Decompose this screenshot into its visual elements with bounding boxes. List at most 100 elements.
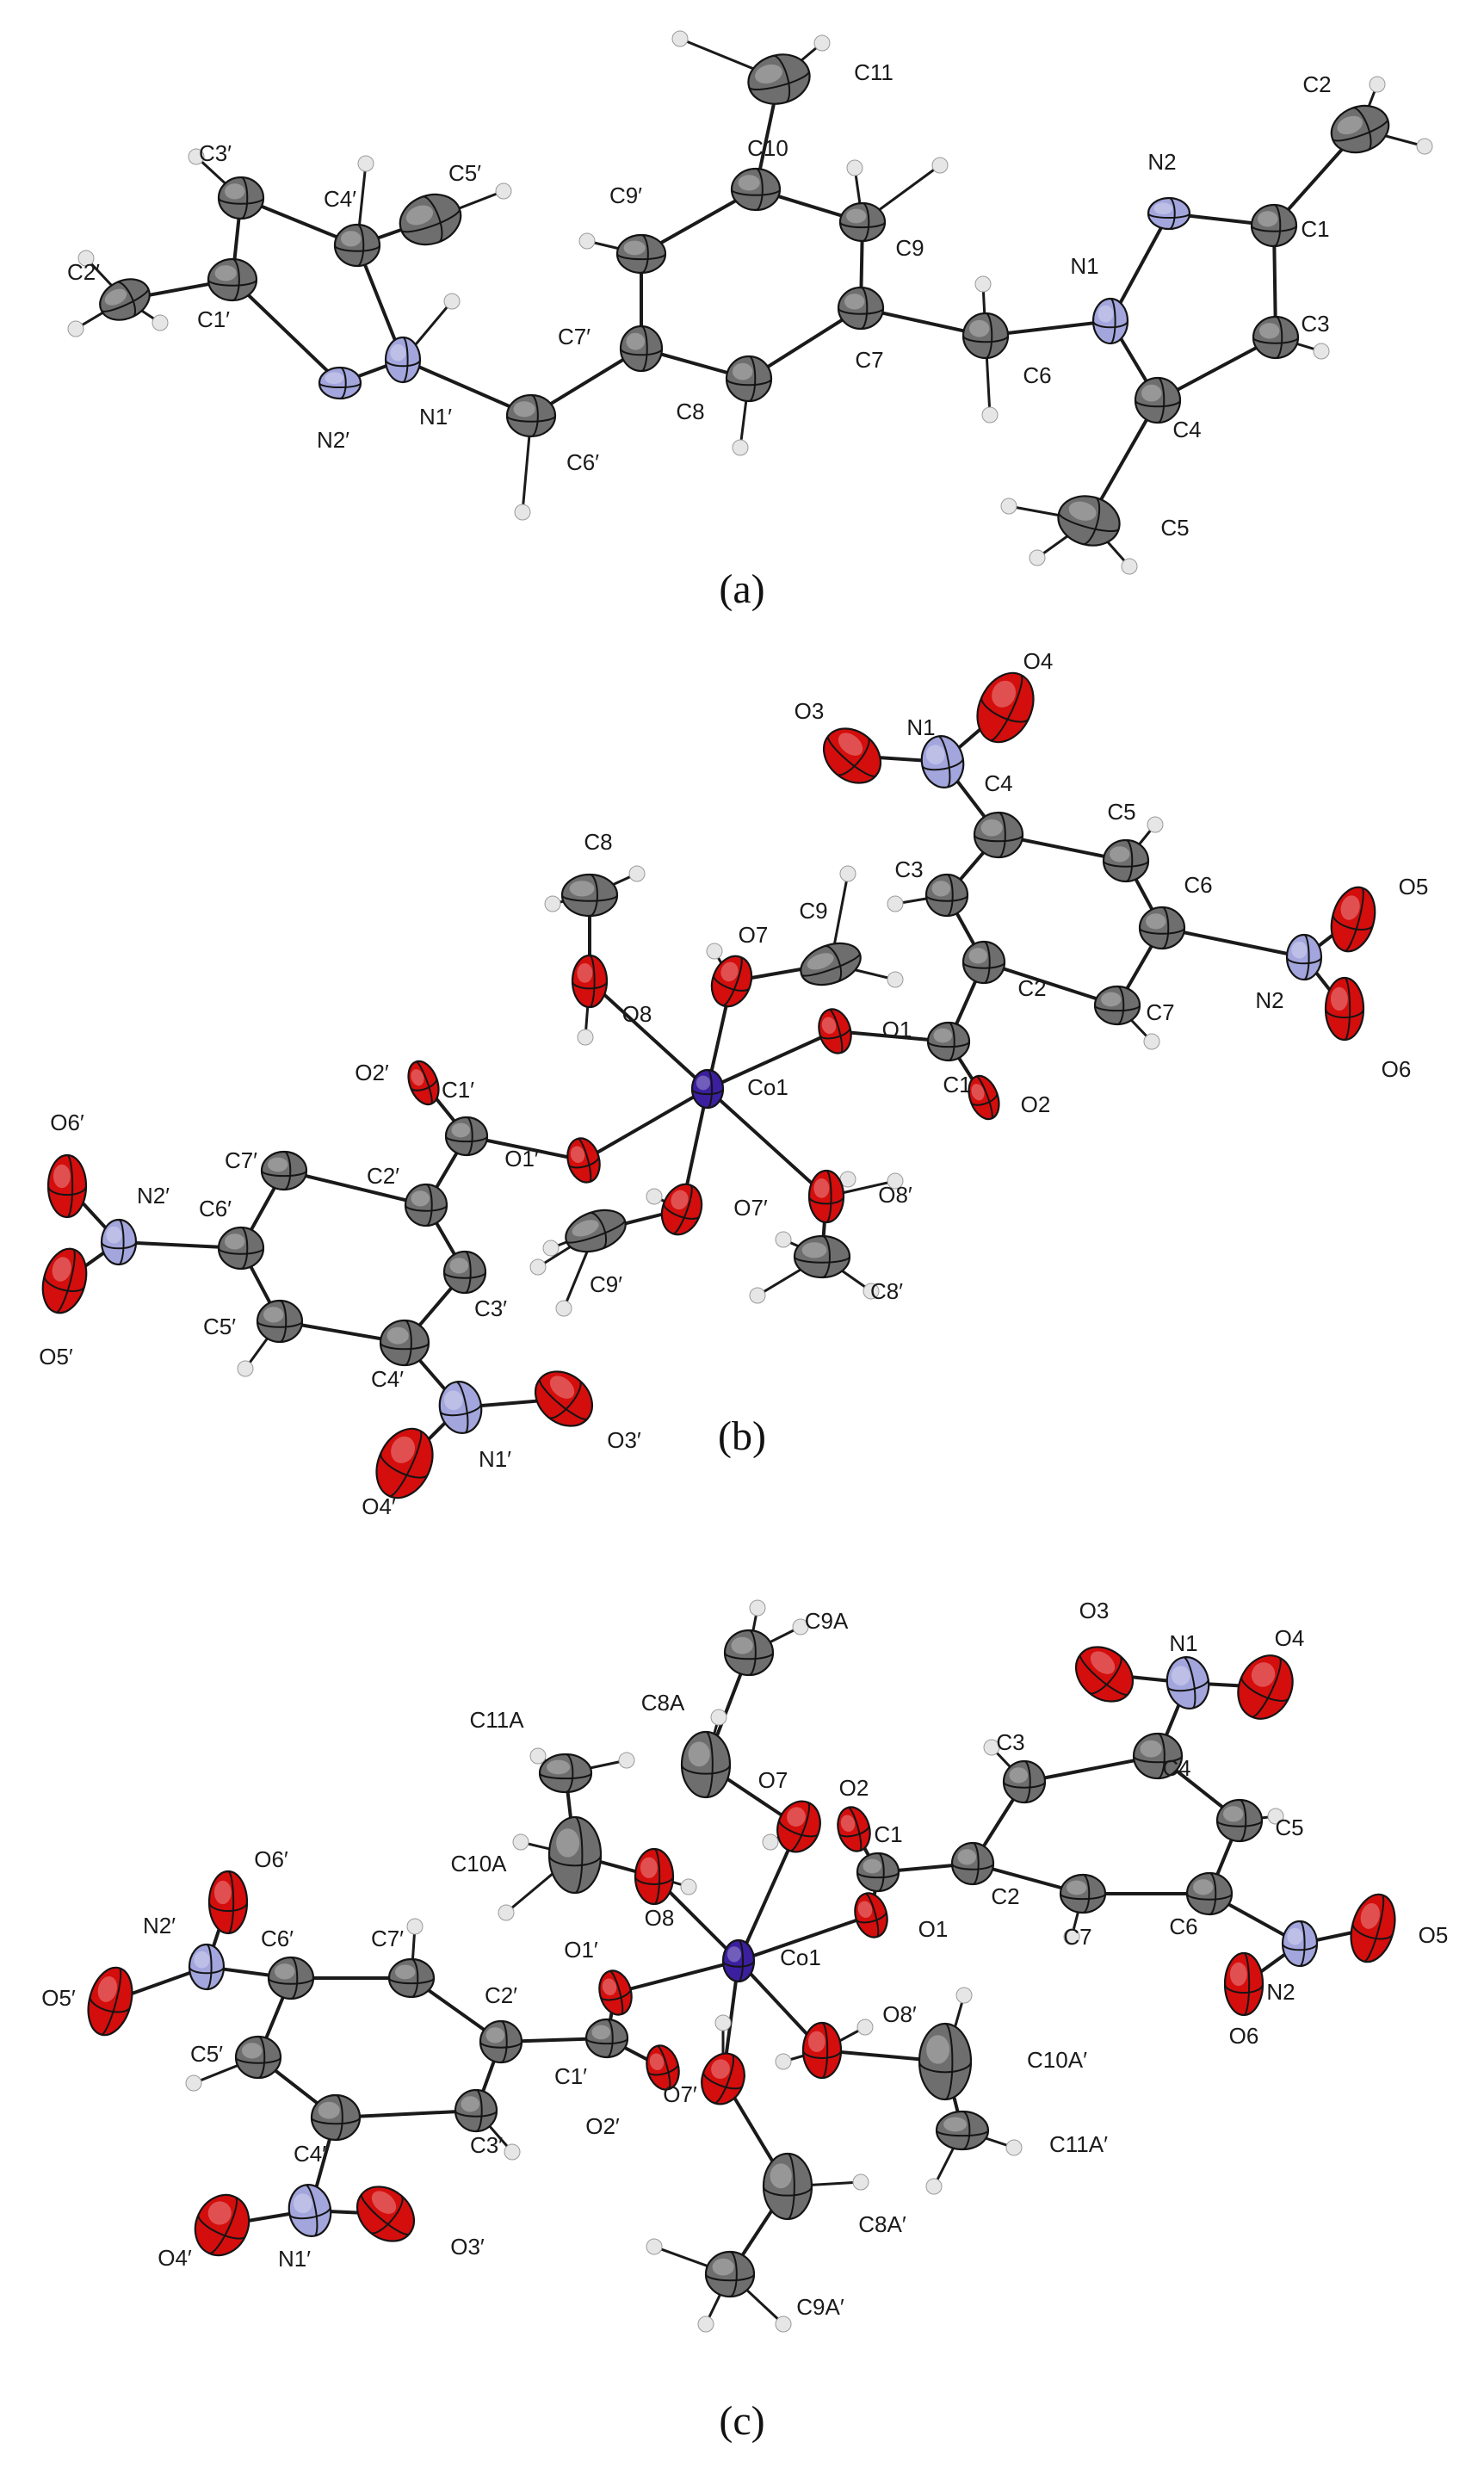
pc-atom-o1-prime (598, 1969, 633, 2016)
pb-atom-label-c2-prime: C2′ (367, 1163, 399, 1189)
pb-hydrogen-atom-8 (1143, 1033, 1160, 1050)
pb-atom-label-o4: O4 (1023, 648, 1054, 674)
pc-atom-label-o3: O3 (1079, 1598, 1110, 1623)
pa-hydrogen-atom-15 (981, 406, 999, 424)
pb-bond-c7p-c2p (283, 1169, 427, 1207)
pc-hydrogen-atom-2 (710, 1709, 727, 1726)
pc-atom-label-o8-prime: O8′ (882, 2001, 917, 2027)
pc-atom-label-c5: C5 (1275, 1815, 1303, 1840)
pa-atom-label-n1-prime: N1′ (419, 404, 452, 430)
pc-hydrogen-atom-0 (749, 1599, 766, 1617)
pb-bond-c7-c2 (983, 961, 1118, 1007)
pc-atom-o4-prime (194, 2193, 250, 2257)
pb-atom-label-c5-prime: C5′ (203, 1314, 236, 1339)
pb-hydrogen-atom-2 (577, 1029, 594, 1046)
pb-hydrogen-atom-4 (839, 865, 856, 882)
pc-atom-o8 (634, 1847, 675, 1906)
pc-atom-c9a-prime (704, 2250, 756, 2298)
pc-atom-label-n1: N1 (1169, 1630, 1197, 1656)
pc-atom-label-c11a-prime: C11A′ (1049, 2131, 1108, 2157)
pb-atom-o1 (818, 1008, 852, 1054)
pb-atom-label-c8: C8 (584, 829, 612, 855)
pb-atom-label-c7-prime: C7′ (225, 1147, 257, 1173)
pb-atom-label-o6-prime: O6′ (50, 1110, 84, 1135)
pb-atom-c9-prime (565, 1209, 627, 1253)
pb-atom-c2 (962, 940, 1006, 985)
pa-atom-label-c7-prime: C7′ (558, 324, 591, 349)
pc-atom-label-o6-prime: O6′ (254, 1846, 288, 1872)
pa-atom-c3 (1252, 315, 1300, 360)
pa-atom-label-c2: C2 (1302, 71, 1331, 97)
pa-hydrogen-atom-7 (514, 504, 531, 521)
pb-atom-label-c1-prime: C1′ (442, 1077, 474, 1103)
pa-atom-c7-prime (619, 325, 664, 373)
pa-atom-n2 (1147, 196, 1191, 231)
pa-atom-label-c5: C5 (1160, 515, 1189, 541)
pc-hydrogen-atom-10 (1267, 1808, 1284, 1825)
pb-atom-o1-prime (566, 1137, 601, 1184)
pb-atom-c4 (973, 811, 1024, 859)
pc-atom-o1 (854, 1892, 888, 1938)
pc-atom-label-o4-prime: O4′ (158, 2245, 192, 2271)
pc-hydrogen-atom-16 (775, 2053, 792, 2070)
pb-atom-label-c5: C5 (1107, 799, 1135, 825)
pc-atom-label-o7-prime: O7′ (663, 2081, 697, 2107)
pc-atom-c3 (1002, 1759, 1047, 1804)
pb-hydrogen-atom-3 (706, 943, 723, 960)
pc-atom-label-o6: O6 (1229, 2023, 1259, 2049)
pa-atom-c10 (730, 167, 782, 212)
pa-atom-n2-prime (318, 366, 362, 400)
pb-atom-o6 (1324, 976, 1365, 1042)
pc-atom-o5 (1350, 1893, 1396, 1963)
pc-atom-label-c2-prime: C2′ (485, 1982, 517, 2008)
pa-hydrogen-atom-14 (974, 275, 992, 293)
pb-bond-c6-n2 (1161, 926, 1305, 959)
pb-hydrogen-atom-16 (646, 1188, 663, 1205)
pb-atom-label-c3-prime: C3′ (474, 1295, 507, 1321)
pa-atom-label-c3-prime: C3′ (199, 140, 232, 166)
pb-atom-label-o3-prime: O3′ (607, 1427, 641, 1453)
pa-atom-label-c9-prime: C9′ (609, 182, 642, 208)
pc-hydrogen-atom-23 (697, 2316, 714, 2333)
pc-atom-o6 (1223, 1951, 1264, 2017)
pb-atom-n1 (920, 735, 965, 788)
pc-atom-o4 (1237, 1654, 1294, 1720)
pb-hydrogen-atom-1 (628, 865, 646, 882)
pc-atom-c11a-prime (935, 2110, 990, 2151)
pc-hydrogen-atom-8 (762, 1833, 779, 1851)
pc-atom-label-c1: C1 (874, 1821, 902, 1847)
pb-atom-c9 (800, 942, 862, 986)
pc-atom-label-c4: C4 (1162, 1755, 1190, 1781)
pc-hydrogen-atom-6 (498, 1904, 515, 1921)
pb-atom-label-o1: O1 (882, 1017, 912, 1042)
pb-atom-label-c6: C6 (1184, 872, 1212, 898)
pb-hydrogen-atom-15 (555, 1300, 572, 1317)
pa-hydrogen-atom-17 (1369, 76, 1386, 93)
pb-hydrogen-atom-12 (749, 1287, 766, 1304)
pc-atom-c10a-prime (918, 2022, 973, 2101)
pb-hydrogen-atom-9 (887, 1172, 904, 1190)
pb-atom-o3-prime (534, 1370, 594, 1427)
panel-a-ligand-structure: C2′C1′C3′C4′C5′N1′N2′C6′C7′C8C9′C10C11C9… (67, 30, 1433, 575)
pa-atom-c5-prime (399, 193, 462, 246)
pa-atom-c9-prime (615, 233, 667, 275)
pb-atom-label-c9-prime: C9′ (590, 1271, 622, 1297)
pb-atom-o2-prime (407, 1060, 440, 1106)
pa-hydrogen-atom-2 (151, 314, 169, 331)
pc-bond-co1-o1 (738, 1914, 872, 1963)
pa-hydrogen-atom-19 (1000, 498, 1017, 515)
pa-hydrogen-atom-6 (495, 182, 512, 200)
pa-hydrogen-atom-18 (1416, 138, 1433, 155)
pb-atom-label-n2-prime: N2′ (137, 1183, 170, 1209)
pa-hydrogen-atom-8 (578, 232, 596, 250)
pb-hydrogen-atom-5 (887, 971, 904, 988)
pb-atom-o2 (968, 1074, 1000, 1121)
pc-atom-c5-prime (234, 2035, 282, 2080)
pb-hydrogen-atom-14 (542, 1240, 560, 1257)
pb-atom-c5 (1102, 838, 1150, 883)
pb-atom-co1 (690, 1068, 725, 1110)
pb-atom-label-o8-prime: O8′ (878, 1182, 912, 1208)
pc-atom-label-c7-prime: C7′ (371, 1926, 404, 1951)
pc-atom-label-o5-prime: O5′ (41, 1985, 76, 2011)
